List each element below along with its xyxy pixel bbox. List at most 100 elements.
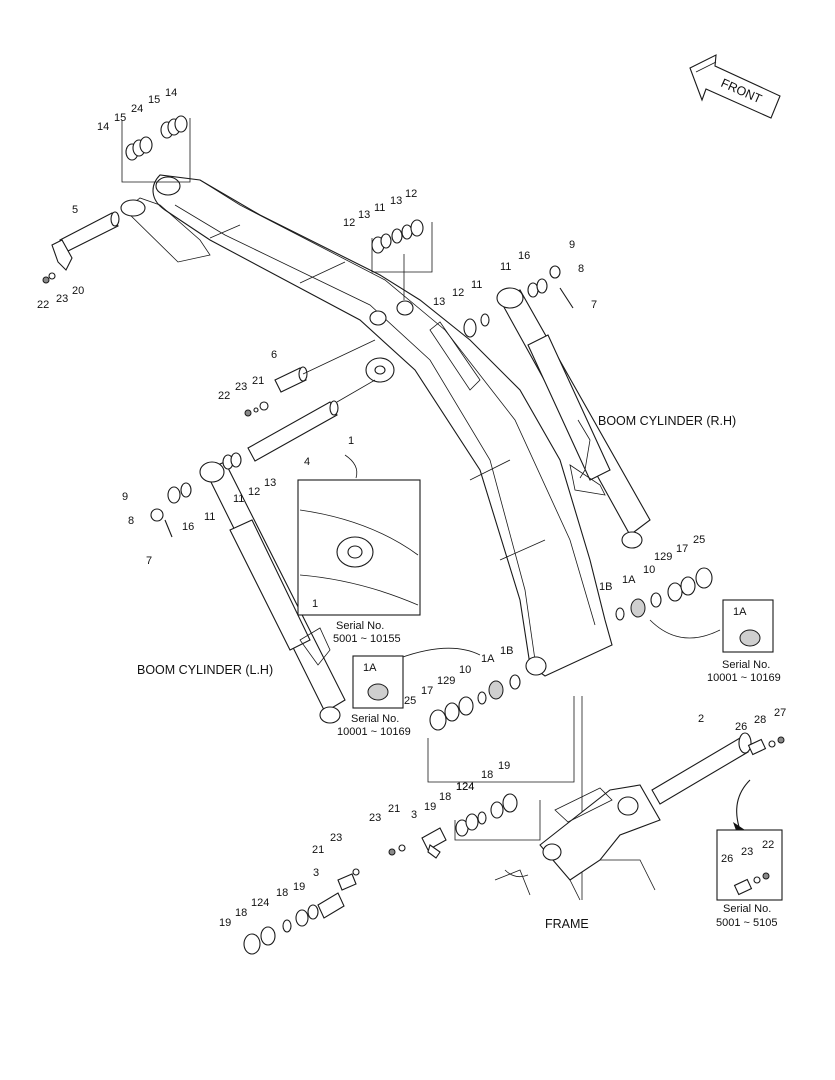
washer-stack-head xyxy=(371,219,574,338)
callout: 10 xyxy=(459,664,471,676)
callout: 19 xyxy=(424,801,436,813)
callout: 16 xyxy=(518,250,530,262)
callout: 9 xyxy=(569,239,575,251)
callout: 10 xyxy=(643,564,655,576)
detail-2-serial-caption: Serial No. xyxy=(351,713,399,725)
callout: 26 xyxy=(735,721,747,733)
frame-leader xyxy=(454,800,541,841)
detail-box-3: 1A Serial No. 10001 ~ 10169 xyxy=(649,599,781,684)
callout: 21 xyxy=(388,803,400,815)
callout: 28 xyxy=(754,714,766,726)
callout: 20 xyxy=(72,285,84,297)
callout: 11 xyxy=(500,261,511,273)
callout: 17 xyxy=(676,543,688,555)
callout: 19 xyxy=(498,760,510,772)
callout: 25 xyxy=(404,695,416,707)
callout: 11 xyxy=(233,493,244,505)
callout: 12 xyxy=(343,217,355,229)
callout: 129 xyxy=(437,675,455,687)
callout: 24 xyxy=(131,103,143,115)
boom-cylinder-rh-label: BOOM CYLINDER (R.H) xyxy=(598,414,736,428)
boom-cylinder-lh-label: BOOM CYLINDER (L.H) xyxy=(137,663,273,677)
callout: 14 xyxy=(97,121,109,133)
lower-stack-lower xyxy=(243,868,360,955)
detail-3-serial-caption: Serial No. xyxy=(722,659,770,671)
callout: 4 xyxy=(304,456,310,468)
callout: 3 xyxy=(313,867,319,879)
pin-5 xyxy=(42,211,120,284)
detail-1-serial-caption: Serial No. xyxy=(336,620,384,632)
frame-label: FRAME xyxy=(545,917,589,931)
foot-leader xyxy=(427,696,575,783)
callout: 23 xyxy=(741,846,753,858)
callout: 6 xyxy=(271,349,277,361)
callout: 23 xyxy=(369,812,381,824)
bushing-stack-left xyxy=(429,674,521,731)
callout: 21 xyxy=(312,844,324,856)
pin-6 xyxy=(244,339,376,417)
callout: 13 xyxy=(390,195,402,207)
detail-box-1: Serial No. 5001 ~ 10155 xyxy=(297,454,421,645)
callout: 124 xyxy=(251,897,269,909)
callout: 23 xyxy=(56,293,68,305)
callout: 1A xyxy=(622,574,636,586)
callout: 8 xyxy=(128,515,134,527)
callout: 124 xyxy=(456,781,474,793)
lower-stack-upper xyxy=(388,793,518,859)
washer-stack-top-left xyxy=(121,115,191,183)
callout: 23 xyxy=(330,832,342,844)
detail-box-4: Serial No. 5001 ~ 5105 xyxy=(716,829,783,929)
pin-4 xyxy=(247,379,376,462)
detail-3-part: 1A xyxy=(733,606,747,618)
callout: 8 xyxy=(578,263,584,275)
frame xyxy=(494,784,661,901)
callout: 13 xyxy=(264,477,276,489)
detail-box-2: 1A Serial No. 10001 ~ 10169 xyxy=(337,647,481,738)
callout: 19 xyxy=(219,917,231,929)
detail-1-serial-range: 5001 ~ 10155 xyxy=(333,633,401,645)
bushing-stack-right xyxy=(615,567,713,621)
callout: 129 xyxy=(654,551,672,563)
callout: 2 xyxy=(698,713,704,725)
callout: 21 xyxy=(252,375,264,387)
callout: 18 xyxy=(481,769,493,781)
callout: 23 xyxy=(235,381,247,393)
callout: 1 xyxy=(348,435,354,447)
boom-body xyxy=(120,174,613,677)
callout: 25 xyxy=(693,534,705,546)
callout: 11 xyxy=(471,279,482,291)
callout: 16 xyxy=(182,521,194,533)
callout: 11 xyxy=(204,511,215,523)
callout: 124 xyxy=(456,781,474,793)
callout: 13 xyxy=(433,296,445,308)
callout: 26 xyxy=(721,853,733,865)
callout: 11 xyxy=(374,202,385,214)
callout: 27 xyxy=(774,707,786,719)
callout: 12 xyxy=(452,287,464,299)
callout: 18 xyxy=(235,907,247,919)
callout: 15 xyxy=(114,112,126,124)
part-callouts: 14 15 24 15 14 5 22 23 20 12 13 11 13 12… xyxy=(37,87,786,929)
callout: 14 xyxy=(165,87,177,99)
callout: 3 xyxy=(411,809,417,821)
detail-4-serial-caption: Serial No. xyxy=(723,903,771,915)
callout: 1B xyxy=(500,645,513,657)
detail-2-part: 1A xyxy=(363,662,377,674)
detail-4-serial-range: 5001 ~ 5105 xyxy=(716,917,777,929)
callout: 17 xyxy=(421,685,433,697)
callout: 15 xyxy=(148,94,160,106)
callout: 7 xyxy=(591,299,597,311)
detail-2-serial-range: 10001 ~ 10169 xyxy=(337,726,411,738)
callout: 1B xyxy=(599,581,612,593)
callout: 19 xyxy=(293,881,305,893)
callout: 7 xyxy=(146,555,152,567)
detail-3-serial-range: 10001 ~ 10169 xyxy=(707,672,781,684)
pin-2 xyxy=(651,732,785,836)
callout: 22 xyxy=(218,390,230,402)
boom-cylinder-rh xyxy=(496,287,651,549)
callout: 18 xyxy=(276,887,288,899)
callout: 9 xyxy=(122,491,128,503)
callout: 18 xyxy=(439,791,451,803)
front-arrow-icon: FRONT xyxy=(689,54,781,119)
